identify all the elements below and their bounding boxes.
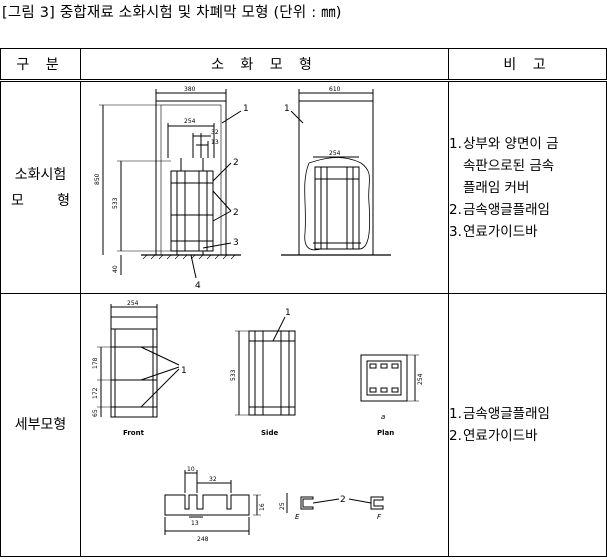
dim-16: 16: [259, 503, 266, 511]
dim-248: 248: [197, 536, 209, 543]
dim-40: 40: [112, 265, 119, 273]
note-item: 2.금속앵글플래임: [449, 199, 606, 221]
note-text: 상부와 양면이 금: [463, 135, 559, 152]
callout-1: 1: [243, 104, 249, 114]
dim-65: 65: [92, 409, 99, 417]
dim-13-bar: 13: [191, 520, 199, 527]
row-label-line1: 소화시험: [14, 166, 67, 183]
note-number: 2.: [449, 201, 462, 218]
note-text: 금속앵글플래임: [463, 201, 550, 218]
dim-10: 10: [187, 466, 195, 473]
note-text: 금속앵글플래임: [463, 405, 550, 422]
note-number: 1.: [449, 405, 462, 422]
note-text: 연료가이드바: [463, 223, 538, 240]
profile-label-e: E: [295, 513, 300, 521]
row-label-char-a: 모: [11, 192, 24, 209]
table-row-detail-model: 세부모형: [0, 292, 607, 558]
cover-outline-right: [298, 100, 374, 256]
row-label-char-b: 형: [57, 192, 70, 209]
side-view-frame: [248, 330, 296, 416]
header-category: 구 분: [0, 47, 81, 82]
row-label-fire-test: 소화시험 모 형: [0, 80, 81, 294]
dim-610: 610: [329, 86, 341, 93]
dim-32: 32: [211, 129, 219, 136]
header-remarks: 비 고: [448, 47, 607, 82]
detail-model-figure-cell: 254 178 172 65 533 254 10 32 13 248 16 2…: [80, 292, 449, 558]
dim-254: 254: [184, 118, 196, 125]
dim-533-side: 533: [230, 369, 237, 381]
callout-1-right: 1: [284, 104, 290, 114]
dim-254-right: 254: [329, 150, 341, 157]
view-label-side: Side: [261, 429, 278, 437]
note-item: 3.연료가이드바: [449, 221, 606, 243]
callout-2b: 2: [233, 208, 239, 218]
callout-2a: 2: [233, 158, 239, 168]
row-label-detail-model: 세부모형: [0, 292, 81, 558]
note-continuation: 플래임 커버: [463, 179, 530, 196]
note-item: 2.연료가이드바: [449, 425, 606, 447]
fire-test-drawing: 380 254 32 13 850 533 40 610 254 1 2 2 3…: [94, 86, 391, 291]
dim-254-front: 254: [127, 300, 139, 307]
table-row-fire-test: 소화시험 모 형: [0, 80, 607, 294]
figure-caption: [그림 3] 중합재료 소화시험 및 차폐막 모형 (단위 : ㎜): [2, 5, 342, 21]
view-label-plan: Plan: [377, 429, 394, 437]
table-header-row: 구 분 소 화 모 형 비 고: [0, 47, 607, 82]
callout-1-side: 1: [285, 308, 291, 318]
dim-380: 380: [184, 86, 196, 93]
note-number: 2.: [449, 427, 462, 444]
detail-model-notes: 1.금속앵글플래임 2.연료가이드바: [448, 292, 607, 558]
dim-32-bar: 32: [209, 476, 217, 483]
dim-13: 13: [211, 139, 219, 146]
dim-172: 172: [92, 387, 99, 399]
note-number: 3.: [449, 223, 462, 240]
profile-label-f: F: [377, 513, 382, 521]
row-label-line2: 모 형: [1, 188, 80, 214]
dim-850: 850: [94, 173, 101, 185]
plan-view-frame: [360, 354, 408, 402]
dim-25: 25: [279, 502, 286, 510]
fire-test-figure-cell: 380 254 32 13 850 533 40 610 254 1 2 2 3…: [80, 80, 449, 294]
dim-533: 533: [112, 197, 119, 209]
callout-4: 4: [195, 281, 201, 291]
guide-bar-profile: [164, 494, 250, 516]
detail-model-drawing: 254 178 172 65 533 254 10 32 13 248 16 2…: [92, 300, 424, 543]
callout-3: 3: [233, 238, 239, 248]
dim-178: 178: [92, 357, 99, 369]
view-label-front: Front: [123, 429, 145, 437]
front-view-frame: [110, 328, 158, 418]
model-table: 구 분 소 화 모 형 비 고 소화시험 모 형: [0, 47, 607, 558]
note-continuation: 속판으로된 금속: [463, 157, 555, 174]
note-number: 1.: [449, 135, 462, 152]
dim-254-plan: 254: [417, 373, 424, 385]
note-item: 1.금속앵글플래임: [449, 403, 606, 425]
callout-2-bar: 2: [340, 495, 346, 505]
note-item: 1.상부와 양면이 금: [449, 133, 606, 155]
view-label-a: a: [381, 413, 385, 421]
header-model: 소 화 모 형: [80, 47, 449, 82]
callout-1-front: 1: [181, 366, 187, 376]
fire-test-notes: 1.상부와 양면이 금 속판으로된 금속 플래임 커버 2.금속앵글플래임 3.…: [448, 80, 607, 294]
note-text: 연료가이드바: [463, 427, 538, 444]
